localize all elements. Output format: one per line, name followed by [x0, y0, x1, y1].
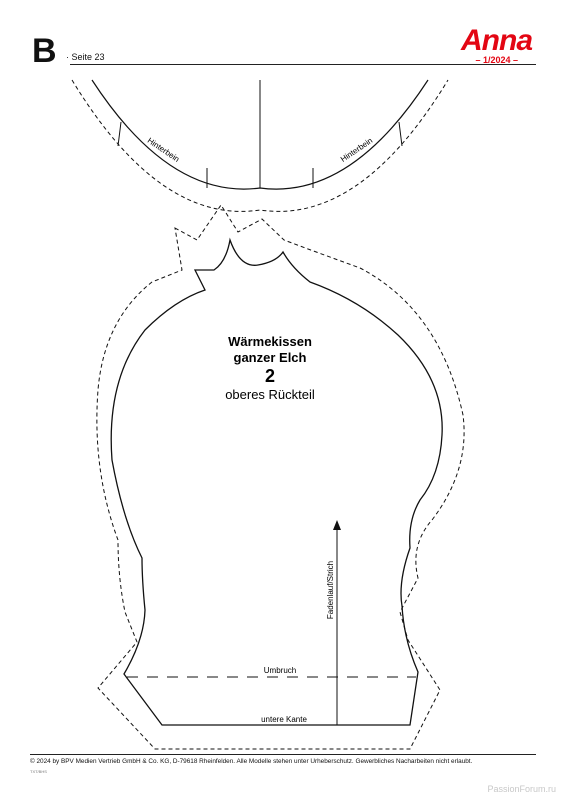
- grain-arrow-head: [333, 520, 341, 530]
- top-piece-seam-allowance: [71, 79, 449, 212]
- bottom-edge-label: untere Kante: [261, 715, 307, 724]
- pattern-number: 2: [265, 366, 275, 386]
- main-piece-cut-line: [110, 237, 443, 726]
- pattern-piece-rueckteil: [96, 204, 465, 750]
- pattern-title-line2: ganzer Elch: [234, 350, 307, 365]
- footer-rule: [30, 754, 536, 755]
- fold-label: Umbruch: [264, 666, 296, 675]
- pattern-piece-hinterbein: [71, 79, 449, 212]
- page-label: · Seite 23: [66, 52, 105, 62]
- document-code: TXT/BHS: [30, 769, 47, 774]
- issue-number: – 1/2024 –: [475, 55, 518, 65]
- pattern-title-line1: Wärmekissen: [228, 334, 312, 349]
- grain-label: Fadenlauf/Strich: [326, 561, 335, 619]
- sheet-letter: B: [32, 32, 57, 70]
- pattern-subtitle: oberes Rückteil: [225, 387, 315, 402]
- header-rule: [70, 64, 536, 65]
- watermark: PassionForum.ru: [487, 784, 556, 794]
- copyright-notice: © 2024 by BPV Medien Vertrieb GmbH & Co.…: [30, 758, 473, 765]
- brand-logo: Anna: [461, 24, 533, 57]
